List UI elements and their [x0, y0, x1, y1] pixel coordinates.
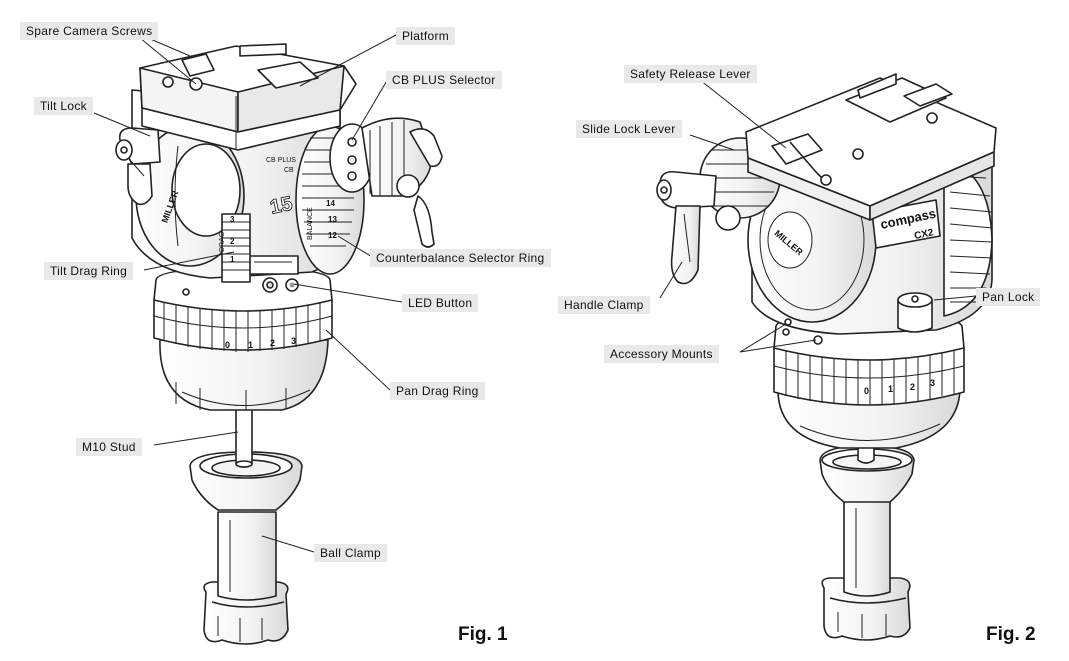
fig1-platform-side	[141, 96, 341, 151]
leader-pan-lock	[933, 295, 977, 301]
fig2-handle-clamp	[656, 170, 717, 285]
fig2-pan-drag-ring	[773, 347, 965, 406]
fig1-ball-cup	[189, 451, 303, 511]
fig2-pan-drag-value: 2	[910, 382, 915, 392]
figure1-caption: Fig. 1	[458, 624, 508, 645]
fig1-tilt-drag-value: 1	[230, 255, 235, 264]
fig2-pan-drag-value: 0	[864, 386, 869, 396]
fig1-model-number: 15	[268, 193, 294, 219]
leader-tilt-drag-ring	[143, 251, 235, 271]
fig1-balance-value: 12	[328, 231, 337, 240]
fig1-ball-clamp-shaft	[217, 511, 277, 601]
fig1-tilt-drag-value: 2	[230, 237, 235, 246]
fig1-balance-value: 13	[328, 215, 337, 224]
fig2-ball-clamp-shaft	[843, 499, 891, 597]
fig2-safety-release-lever	[771, 133, 832, 186]
fig2-pan-lock	[897, 292, 933, 333]
fig1-balance-value: 14	[326, 199, 335, 208]
leader-accessory-mounts-2	[739, 339, 817, 353]
fig1-pan-drag-value: 2	[270, 338, 275, 348]
fig1-tilt-housing	[135, 125, 245, 267]
fig1-tilt-lock	[115, 127, 161, 206]
fig1-tilt-drag-value: 3	[230, 215, 235, 224]
callout-cb-plus-selector: CB PLUS Selector	[386, 71, 502, 89]
fig2-pan-bowl	[777, 389, 961, 449]
leader-handle-clamp	[659, 261, 683, 299]
fig1-pan-drag-ring	[153, 299, 333, 352]
fig1-cb-mark: CB	[284, 167, 294, 174]
leader-cb-plus-selector	[351, 78, 389, 141]
leader-tilt-lock	[93, 112, 151, 137]
fig1-m10-stud	[235, 407, 253, 468]
callout-safety-release-lever: Safety Release Lever	[624, 65, 757, 83]
fig1-pan-drag-value: 1	[248, 340, 253, 350]
leader-ball-clamp	[261, 535, 315, 553]
leader-pan-drag-ring	[325, 329, 391, 391]
leader-lines	[93, 34, 977, 553]
leader-led-button	[293, 283, 403, 303]
fig2-side-ring	[943, 159, 993, 317]
callout-platform: Platform	[396, 27, 456, 45]
fig1-balance-mark: BALANCE	[307, 207, 314, 240]
fig1-platform	[139, 43, 357, 133]
leader-m10-stud	[153, 431, 239, 446]
fig1-handle-clamp	[361, 117, 443, 248]
fig1-tilt-drag-ring	[221, 213, 251, 283]
leader-platform	[299, 34, 397, 87]
fig2-pan-drag-value: 3	[930, 378, 935, 388]
leader-counterbalance-ring	[337, 235, 373, 258]
leader-slide-lock-lever	[689, 134, 735, 151]
fig2-ball-cup	[819, 445, 915, 503]
callout-ball-clamp: Ball Clamp	[314, 544, 388, 562]
callout-pan-lock: Pan Lock	[976, 288, 1041, 306]
callout-tilt-drag-ring: Tilt Drag Ring	[44, 262, 134, 280]
fig2-ball-clamp-knob	[821, 577, 911, 641]
fig1-pan-drag-value: 3	[291, 336, 296, 346]
callout-slide-lock-lever: Slide Lock Lever	[576, 120, 682, 138]
leader-accessory-mounts-1	[739, 323, 787, 353]
fig1-cb-plus-mark: CB PLUS	[266, 157, 296, 164]
fig1-cb-selector-knob	[329, 123, 375, 193]
fig2-pan-drag-value: 1	[888, 384, 893, 394]
fig2-fluid-head	[656, 73, 997, 641]
fig1-pan-drag-value: 0	[225, 340, 230, 350]
callout-counterbalance-selector-ring: Counterbalance Selector Ring	[370, 249, 551, 267]
fig2-product-code: CX2	[913, 227, 935, 242]
fig2-platform	[745, 73, 997, 221]
callout-handle-clamp: Handle Clamp	[558, 296, 650, 314]
fig1-fluid-head	[115, 43, 443, 645]
leader-safety-release-lever	[699, 79, 787, 149]
callout-m10-stud: M10 Stud	[76, 438, 142, 456]
callout-pan-drag-ring: Pan Drag Ring	[390, 382, 485, 400]
fig1-pan-bowl	[159, 339, 329, 411]
callout-spare-camera-screws: Spare Camera Screws	[20, 22, 159, 40]
callout-tilt-lock: Tilt Lock	[34, 97, 93, 115]
leader-spare-camera-screws-2	[147, 37, 191, 57]
figure2-caption: Fig. 2	[986, 624, 1036, 645]
fig1-drag-mark: DRAG	[219, 232, 226, 252]
leader-spare-camera-screws	[139, 37, 197, 85]
callout-led-button: LED Button	[402, 294, 479, 312]
callout-accessory-mounts: Accessory Mounts	[604, 345, 719, 363]
